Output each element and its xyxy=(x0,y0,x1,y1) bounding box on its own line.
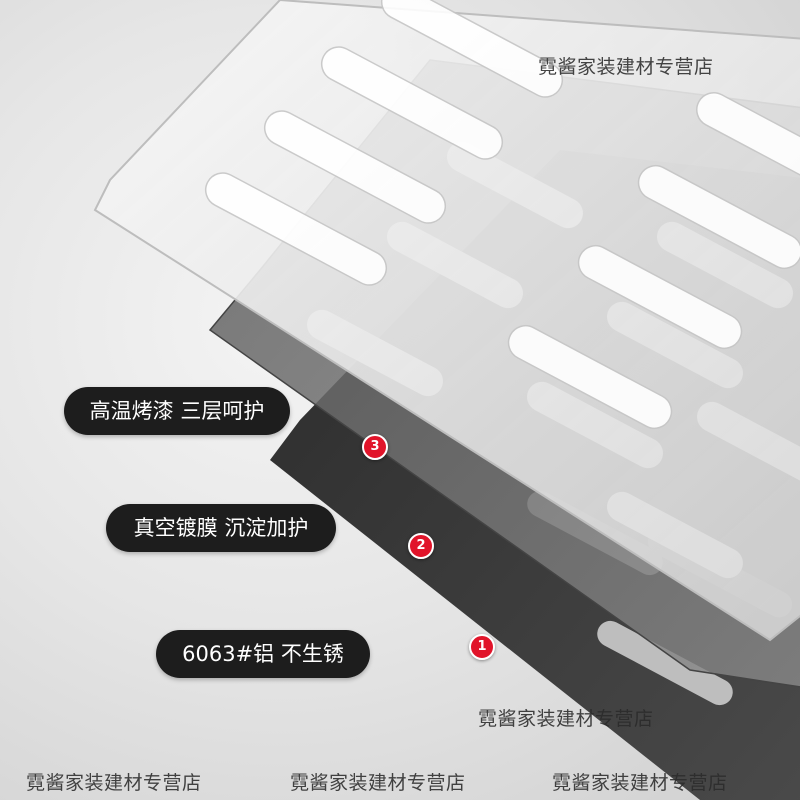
layer-3-label-pill: 高温烤漆 三层呵护 xyxy=(64,387,290,435)
layer-3-number-badge: 3 xyxy=(362,434,388,460)
layer-3-lacquer-plate xyxy=(93,0,800,642)
watermark-center-bottom: 霓酱家装建材专营店 xyxy=(478,708,654,730)
layer-2-number-badge: 2 xyxy=(408,533,434,559)
layer-2-label-pill: 真空镀膜 沉淀加护 xyxy=(106,504,336,552)
layer-1-label-pill: 6063#铝 不生锈 xyxy=(156,630,370,678)
watermark-bottom-left: 霓酱家装建材专营店 xyxy=(26,772,202,794)
watermark-bottom-center: 霓酱家装建材专营店 xyxy=(290,772,466,794)
watermark-bottom-right: 霓酱家装建材专营店 xyxy=(552,772,728,794)
watermark-top-right: 霓酱家装建材专营店 xyxy=(538,56,714,78)
layer-1-number-badge: 1 xyxy=(469,634,495,660)
